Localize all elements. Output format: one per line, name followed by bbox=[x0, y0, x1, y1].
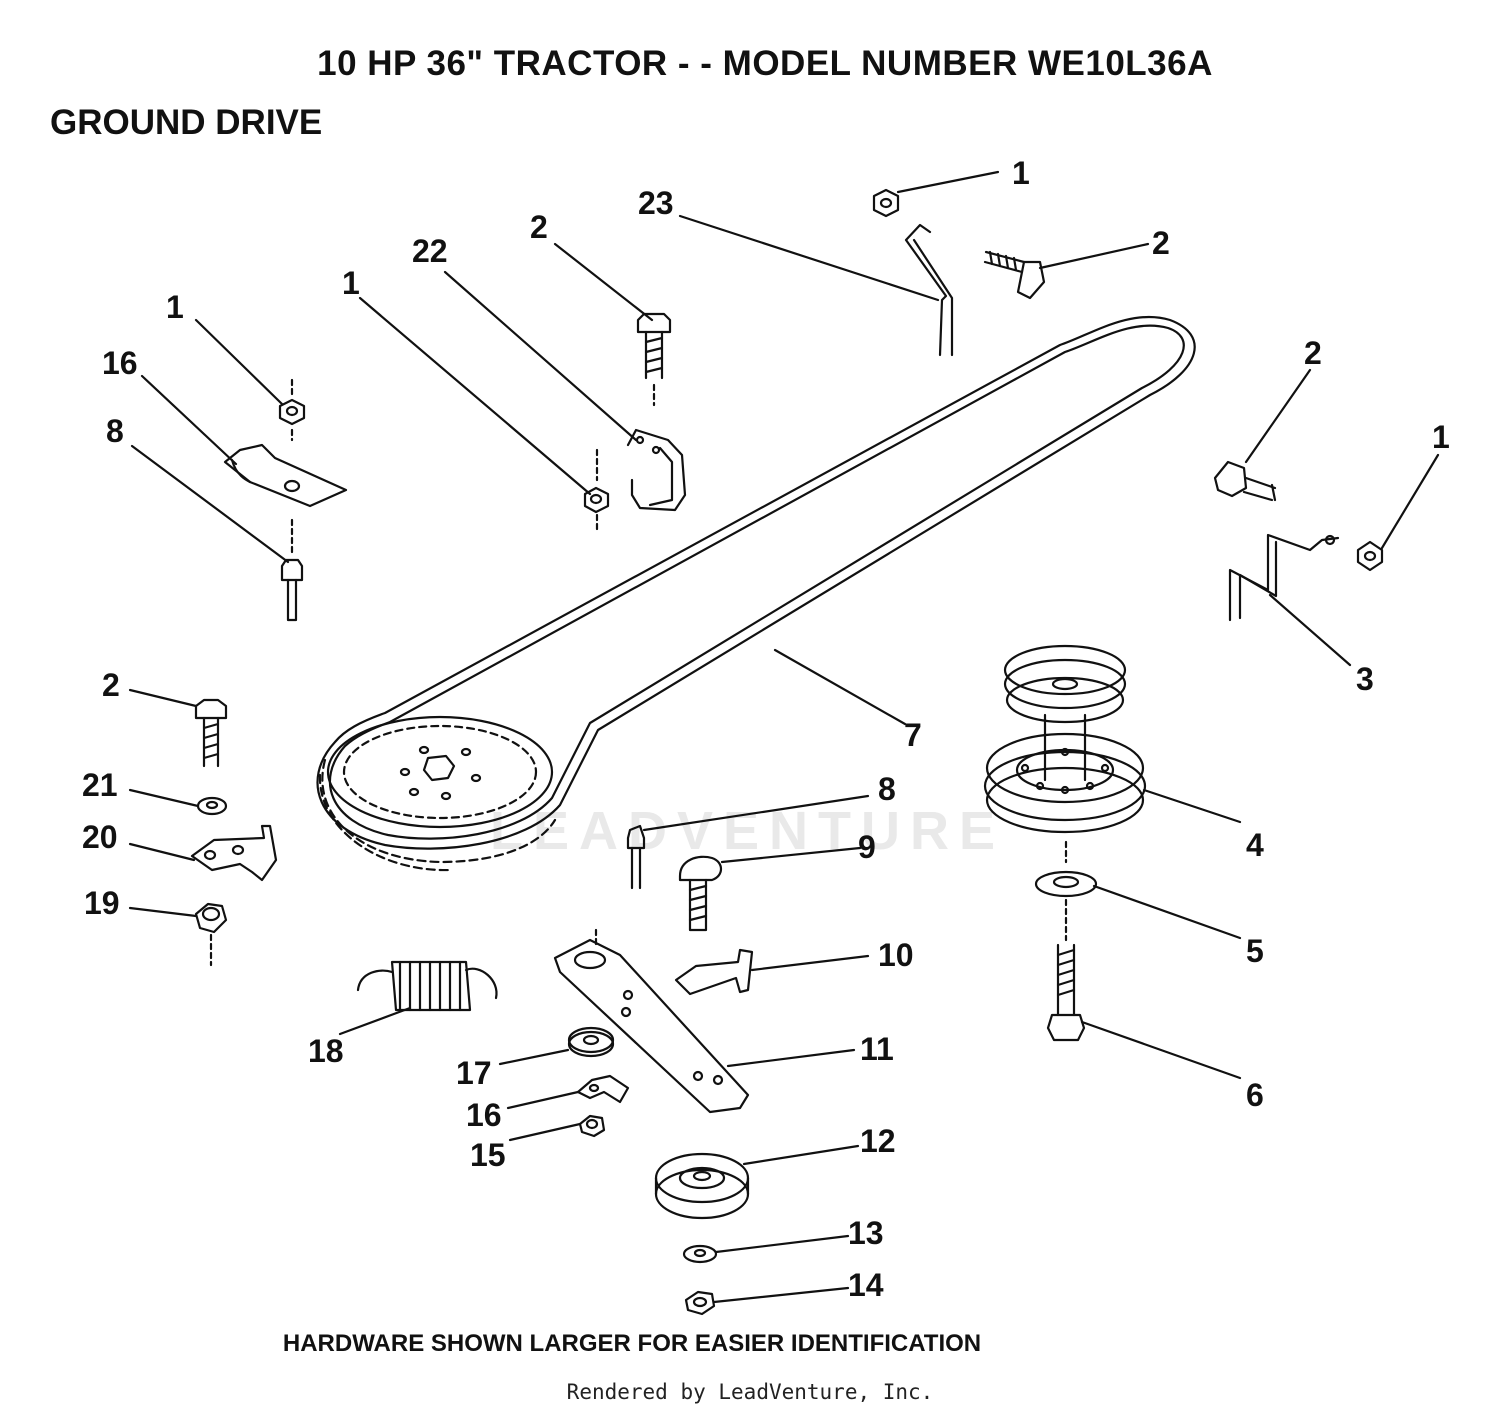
callout-1: 1 bbox=[1432, 419, 1450, 455]
engine-pulley bbox=[983, 644, 1147, 834]
callout-2: 2 bbox=[102, 667, 120, 703]
pulley-bolt bbox=[1046, 898, 1086, 1042]
center-top-hardware bbox=[583, 312, 687, 532]
callout-9: 9 bbox=[858, 829, 876, 865]
callout-labels: 1 23 2 2 22 1 1 16 8 2 1 3 2 7 21 20 19 … bbox=[82, 155, 1450, 1303]
left-top-hardware bbox=[223, 378, 348, 622]
left-mid-hardware bbox=[190, 698, 278, 967]
callout-1: 1 bbox=[166, 289, 184, 325]
leader-lines bbox=[128, 170, 1440, 1304]
callout-8: 8 bbox=[106, 413, 124, 449]
callout-6: 6 bbox=[1246, 1077, 1264, 1113]
callout-11: 11 bbox=[860, 1031, 894, 1067]
callout-14: 14 bbox=[848, 1267, 884, 1303]
section-title: GROUND DRIVE bbox=[50, 103, 323, 142]
callout-3: 3 bbox=[1356, 661, 1374, 697]
callout-19: 19 bbox=[84, 885, 120, 921]
callout-2: 2 bbox=[530, 209, 548, 245]
top-right-hardware bbox=[872, 188, 1046, 357]
callout-4: 4 bbox=[1246, 827, 1264, 863]
callout-10: 10 bbox=[878, 937, 914, 973]
hardware-note: HARDWARE SHOWN LARGER FOR EASIER IDENTIF… bbox=[282, 1330, 982, 1357]
render-credit: Rendered by LeadVenture, Inc. bbox=[566, 1380, 934, 1404]
right-bracket-hardware bbox=[1213, 460, 1384, 622]
callout-16: 16 bbox=[466, 1097, 502, 1133]
callout-20: 20 bbox=[82, 819, 118, 855]
callout-23: 23 bbox=[638, 185, 674, 221]
callout-16: 16 bbox=[102, 345, 138, 381]
callout-15: 15 bbox=[470, 1137, 506, 1173]
callout-12: 12 bbox=[860, 1123, 896, 1159]
callout-5: 5 bbox=[1246, 933, 1264, 969]
belleville-washer bbox=[1034, 840, 1098, 898]
drive-belt bbox=[316, 315, 1196, 872]
callout-2: 2 bbox=[1304, 335, 1322, 371]
watermark: LEADVENTURE bbox=[490, 801, 1006, 861]
callout-1: 1 bbox=[342, 265, 360, 301]
callout-2: 2 bbox=[1152, 225, 1170, 261]
callout-1: 1 bbox=[1012, 155, 1030, 191]
transaxle-pulley bbox=[326, 715, 554, 829]
callout-8: 8 bbox=[878, 771, 896, 807]
callout-7: 7 bbox=[904, 717, 922, 753]
callout-22: 22 bbox=[412, 233, 448, 269]
callout-18: 18 bbox=[308, 1033, 344, 1069]
callout-13: 13 bbox=[848, 1215, 884, 1251]
diagram-title: 10 HP 36" TRACTOR - - MODEL NUMBER WE10L… bbox=[317, 44, 1213, 83]
lower-center-hardware bbox=[356, 824, 754, 1316]
callout-17: 17 bbox=[456, 1055, 492, 1091]
callout-21: 21 bbox=[82, 767, 118, 803]
